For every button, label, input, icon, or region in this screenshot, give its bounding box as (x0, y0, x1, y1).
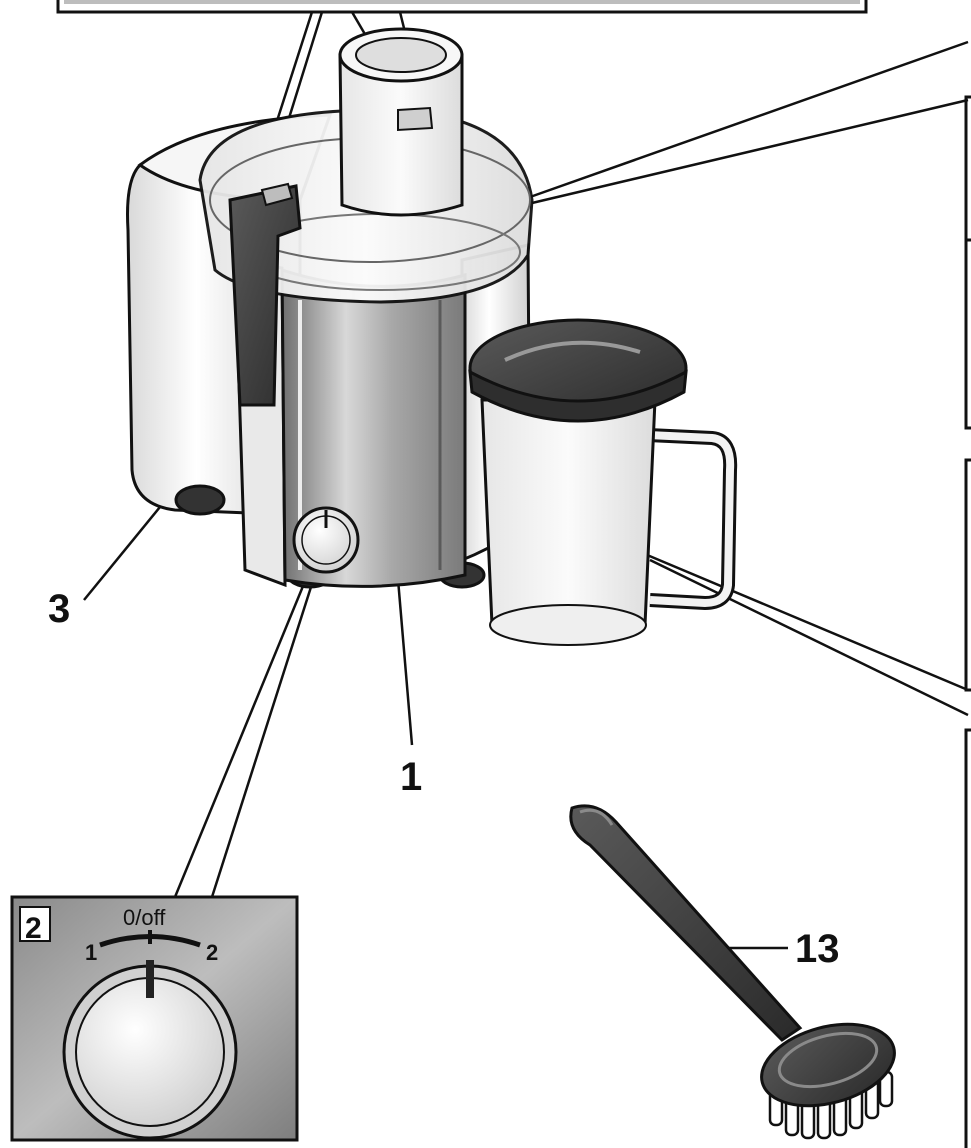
callout-1: 1 (400, 755, 422, 799)
callout-2: 2 (25, 912, 42, 945)
dial-pointer (146, 960, 154, 998)
dial-off-label: 0/off (123, 905, 166, 930)
locking-arm (228, 182, 302, 407)
cleaning-brush (569, 804, 896, 1140)
switch-inset: 2 0/off 1 2 (10, 895, 299, 1142)
speed-switch (292, 506, 360, 574)
dial-speed-1-label: 1 (85, 940, 97, 965)
dial-knob (75, 977, 225, 1127)
callout-3: 3 (48, 587, 70, 631)
right-inset-frames (964, 95, 971, 1148)
juice-jug (468, 318, 738, 646)
inset-label-box (19, 906, 51, 942)
feed-tube (338, 27, 464, 217)
dial-speed-2-label: 2 (206, 940, 218, 965)
top-inset-frame (56, 0, 868, 14)
callout-13: 13 (795, 927, 840, 971)
